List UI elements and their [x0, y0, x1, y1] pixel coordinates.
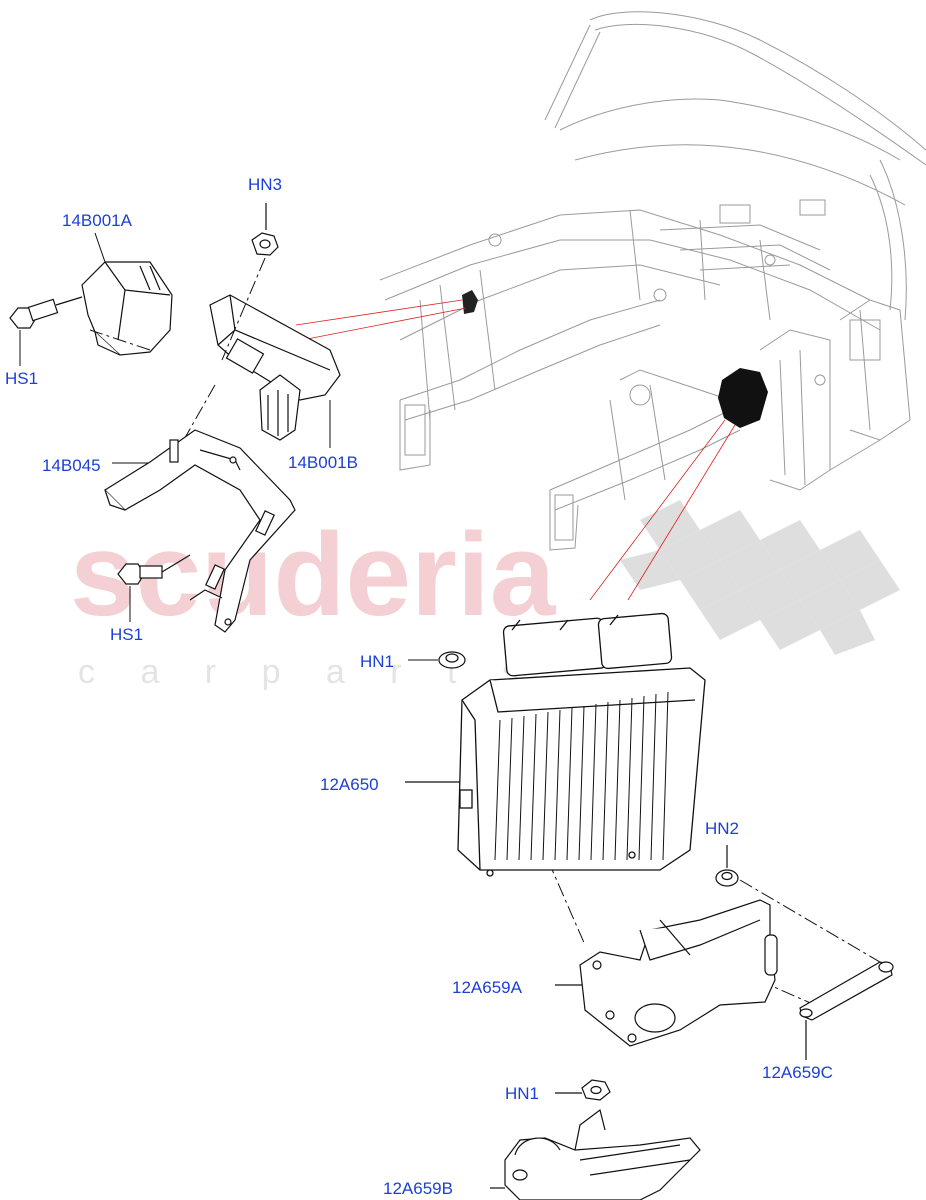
label-12a659b: 12A659B: [383, 1179, 453, 1198]
leader-lines: [19, 232, 438, 661]
label-12a659a: 12A659A: [452, 978, 522, 997]
nut-hn2: [715, 845, 739, 887]
location-12a650: [718, 368, 768, 428]
module-location-markers: [462, 290, 768, 428]
watermark: scuderia c a r p a r t s: [70, 500, 900, 691]
label-12a650: 12A650: [320, 775, 379, 794]
label-hs1-bottom: HS1: [110, 625, 144, 644]
checker-flag: [620, 500, 900, 655]
part-12a659a: [555, 899, 778, 1047]
label-hn3: HN3: [248, 175, 283, 194]
nut-hn1-top: [438, 651, 466, 669]
label-hs1-top: HS1: [5, 369, 39, 388]
label-14b045: 14B045: [42, 456, 101, 475]
location-14b001b: [462, 290, 478, 314]
part-12a659c: [799, 961, 894, 1060]
part-14b045: [104, 429, 296, 633]
nut-hn1-bottom: [555, 1079, 611, 1101]
callout-lines: [295, 299, 736, 601]
part-12a650: [405, 612, 706, 877]
nut-hn3: [251, 203, 279, 256]
label-hn2: HN2: [705, 819, 740, 838]
part-14b001b: [209, 294, 341, 441]
vehicle-body-structure: [379, 11, 926, 551]
label-14b001a: 14B001A: [62, 211, 132, 230]
label-hn1-bottom: HN1: [505, 1084, 540, 1103]
label-hn1-top: HN1: [360, 652, 395, 671]
bolt-hs1-bottom: [117, 554, 191, 585]
label-12a659c: 12A659C: [762, 1063, 833, 1082]
part-14b001a: [81, 261, 173, 356]
watermark-sub: c a r p a r t s: [78, 653, 537, 691]
bolt-hs1-top: [9, 296, 83, 329]
label-14b001b: 14B001B: [288, 453, 358, 472]
part-12a659b: [490, 1108, 701, 1200]
